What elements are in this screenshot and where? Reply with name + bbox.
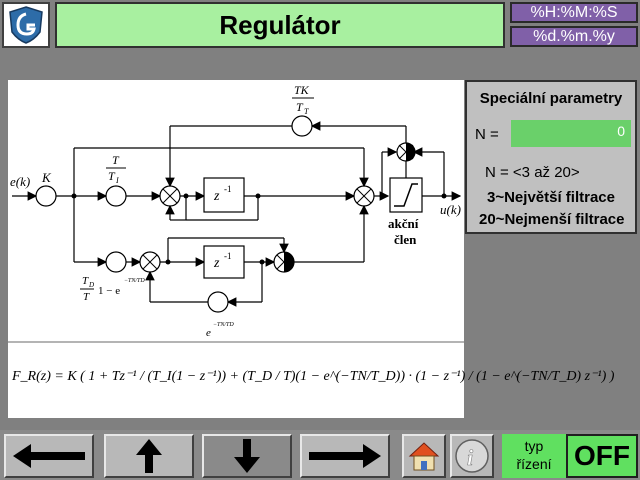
control-mode-label-line1: typ — [524, 438, 544, 454]
transfer-function-formula: F_R(z) = K ( 1 + Tz⁻¹ / (T_I(1 − z⁻¹)) +… — [11, 369, 615, 384]
tracking-numerator: TK — [294, 83, 310, 97]
home-button[interactable] — [402, 434, 446, 478]
date-display: %d.%m.%y — [510, 26, 638, 47]
arrow-left-icon — [13, 444, 85, 468]
down-arrow-button[interactable] — [202, 434, 292, 478]
min-filter-text: 20~Nejmenší filtrace — [479, 211, 625, 228]
control-mode-label: typ řízení — [502, 434, 566, 478]
derivative-paren: 1 − e — [98, 285, 120, 297]
company-logo — [2, 2, 50, 48]
actuator-label-line2: člen — [394, 232, 417, 247]
delay-exponent-derivative: -1 — [224, 251, 232, 261]
actuator-label-line1: akční — [388, 216, 419, 231]
control-mode-label-line2: řízení — [516, 456, 552, 472]
regulator-block-diagram: e(k) u(k) K T T I TK T T z -1 z -1 akční… — [8, 80, 615, 418]
tracking-denominator-sub: T — [304, 107, 309, 116]
n-range-text: N = <3 až 20> — [485, 164, 580, 181]
input-label: e(k) — [10, 174, 30, 189]
control-mode-toggle[interactable]: OFF — [566, 434, 638, 478]
right-arrow-button[interactable] — [300, 434, 390, 478]
derivative-numerator: T — [82, 275, 89, 287]
arrow-down-icon — [234, 439, 260, 473]
n-label: N = — [475, 126, 499, 143]
shield-logo-icon — [9, 6, 43, 44]
feedback-exponent-sup: −TN/TD — [213, 322, 234, 328]
info-icon: i — [455, 439, 489, 473]
integral-denominator: T — [108, 169, 116, 183]
delay-label-derivative: z — [213, 256, 220, 271]
delay-label-integral: z — [213, 189, 220, 204]
arrow-right-icon — [309, 444, 381, 468]
params-title: Speciální parametry — [479, 90, 623, 107]
arrow-up-icon — [136, 439, 162, 473]
integral-denominator-sub: I — [115, 176, 119, 185]
delay-exponent-integral: -1 — [224, 184, 232, 194]
feedback-exponent-base: e — [206, 327, 211, 339]
up-arrow-button[interactable] — [104, 434, 194, 478]
output-label: u(k) — [440, 202, 461, 217]
derivative-exponent: −TN/TD — [124, 278, 145, 284]
max-filter-text: 3~Největší filtrace — [487, 189, 615, 206]
time-display: %H:%M:%S — [510, 2, 638, 23]
home-icon — [408, 442, 440, 471]
derivative-numerator-sub: D — [88, 281, 94, 289]
integral-numerator: T — [112, 153, 120, 167]
gain-label: K — [41, 170, 52, 185]
svg-text:i: i — [467, 445, 474, 470]
page-title: Regulátor — [55, 2, 505, 48]
tracking-denominator: T — [296, 100, 304, 114]
n-input[interactable]: 0 — [511, 120, 631, 147]
derivative-denominator: T — [83, 291, 90, 303]
info-button[interactable]: i — [450, 434, 494, 478]
special-parameters-panel: Speciální parametry N = 0 N = <3 až 20> … — [465, 80, 637, 234]
left-arrow-button[interactable] — [4, 434, 94, 478]
